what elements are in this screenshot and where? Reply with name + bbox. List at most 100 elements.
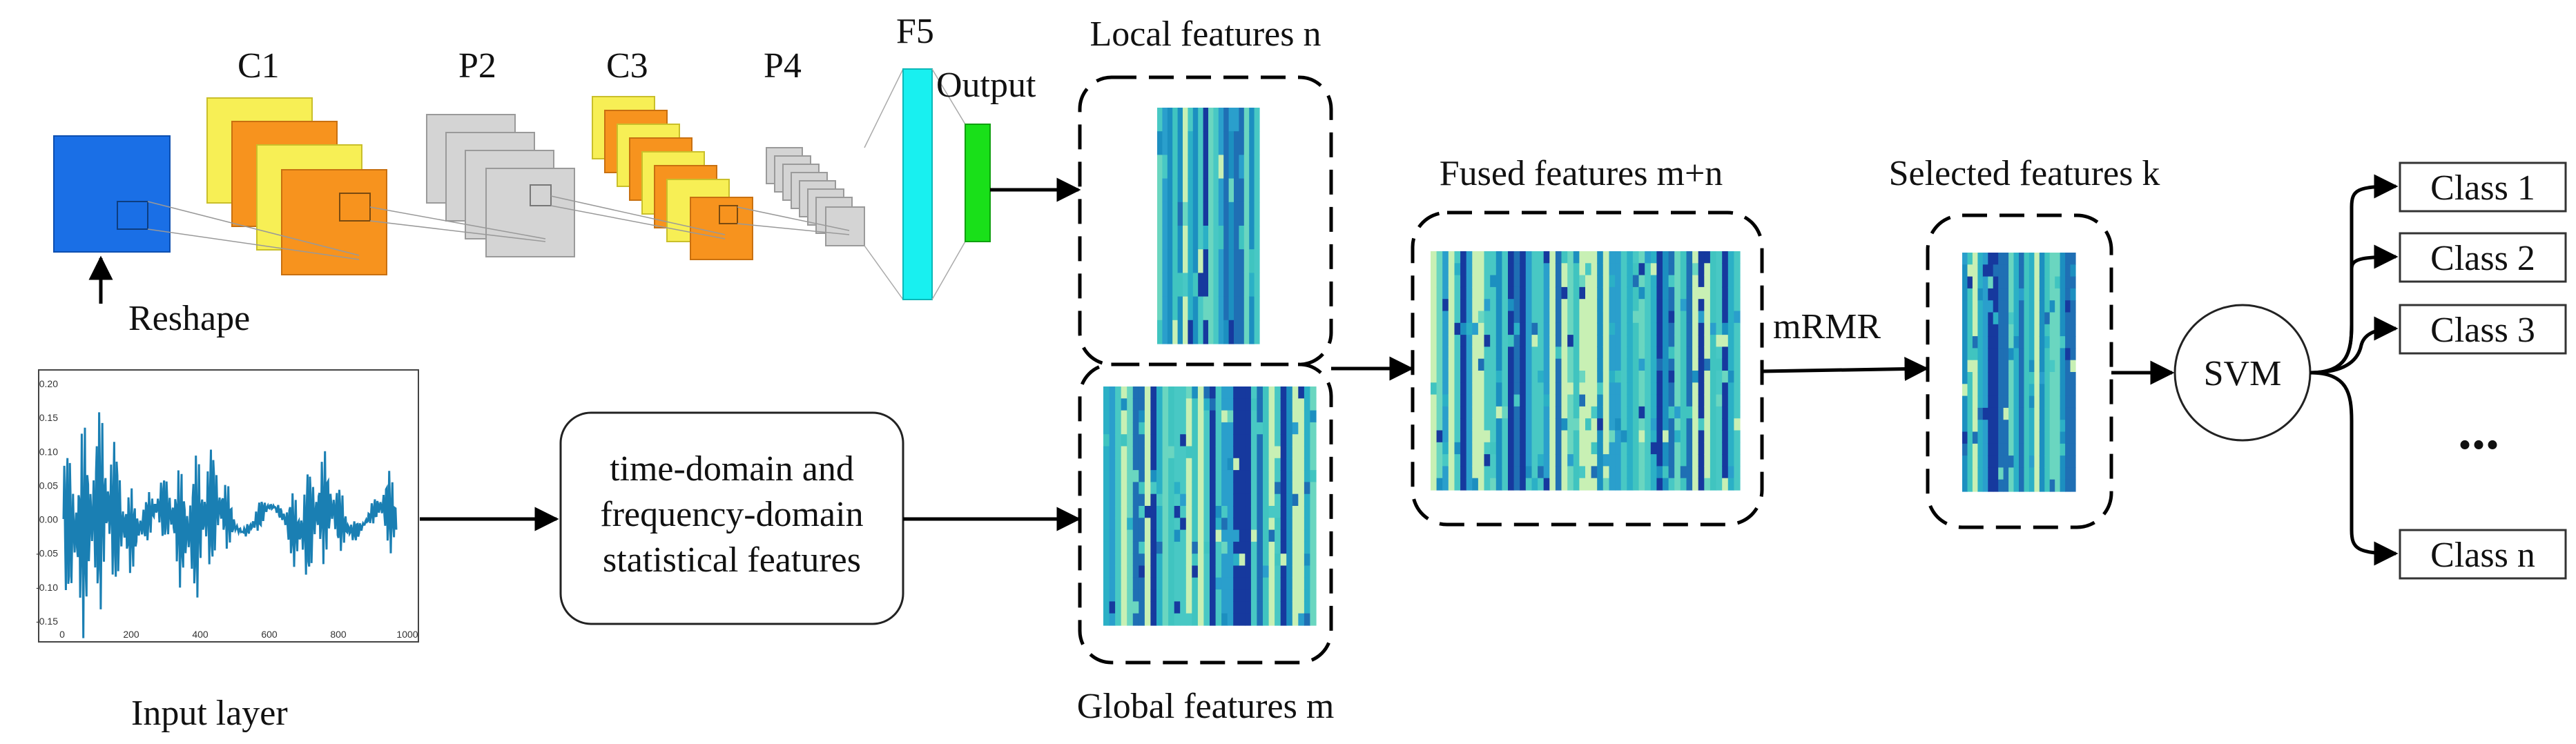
heatmap-cell: [1257, 482, 1263, 495]
heatmap-cell: [1650, 311, 1657, 324]
heatmap-cell: [1734, 406, 1741, 419]
heatmap-cell: [2039, 431, 2045, 444]
heatmap-cell: [1286, 470, 1293, 482]
heatmap-cell: [1460, 406, 1467, 419]
heatmap-cell: [1567, 371, 1574, 383]
heatmap-cell: [1698, 275, 1705, 288]
heatmap-cell: [1213, 202, 1219, 226]
heatmap-cell: [1177, 108, 1183, 132]
heatmap-cell: [1472, 251, 1479, 264]
global-features-heatmap: [1103, 386, 1317, 626]
heatmap-cell: [1185, 518, 1192, 531]
heatmap-cell: [1197, 613, 1205, 626]
heatmap-cell: [1203, 565, 1210, 578]
heatmap-cell: [1627, 382, 1634, 395]
heatmap-cell: [1162, 320, 1168, 344]
heatmap-cell: [1638, 335, 1645, 347]
heatmap-cell: [1223, 320, 1230, 344]
heatmap-cell: [1121, 458, 1127, 471]
heatmap-cell: [1668, 346, 1675, 360]
heatmap-cell: [1203, 108, 1209, 132]
heatmap-cell: [1280, 422, 1287, 435]
heatmap-cell: [1215, 506, 1222, 518]
heatmap-cell: [1144, 565, 1152, 578]
heatmap-cell: [1520, 371, 1527, 383]
heatmap-cell: [2065, 348, 2071, 361]
heatmap-cell: [1192, 506, 1199, 518]
heatmap-cell: [1525, 394, 1532, 407]
heatmap-cell: [2060, 431, 2066, 444]
heatmap-cell: [1520, 322, 1527, 335]
heatmap-cell: [1645, 382, 1652, 395]
heatmap-cell: [1304, 493, 1311, 507]
heatmap-cell: [1650, 299, 1657, 312]
heatmap-cell: [1150, 518, 1157, 531]
heatmap-cell: [1573, 454, 1580, 467]
heatmap-cell: [1144, 386, 1152, 399]
heatmap-cell: [1615, 346, 1622, 360]
heatmap-cell: [1674, 346, 1681, 360]
heatmap-cell: [1972, 479, 1978, 492]
heatmap-cell: [1484, 478, 1491, 491]
heatmap-cell: [1962, 443, 1968, 456]
heatmap-cell: [1132, 554, 1139, 567]
heatmap-cell: [1239, 541, 1246, 554]
heatmap-cell: [1722, 263, 1729, 276]
heatmap-cell: [1239, 518, 1246, 531]
heatmap-cell: [1198, 320, 1204, 344]
heatmap-cell: [1962, 384, 1968, 397]
heatmap-cell: [1716, 358, 1723, 371]
heatmap-cell: [1484, 358, 1491, 371]
heatmap-cell: [1185, 506, 1192, 518]
heatmap-cell: [1268, 554, 1275, 567]
heatmap-cell: [2013, 336, 2020, 349]
heatmap-cell: [1734, 299, 1741, 312]
heatmap-cell: [1280, 554, 1287, 567]
heatmap-cell: [1227, 410, 1234, 423]
heatmap-cell: [1448, 406, 1455, 419]
heatmap-cell: [1304, 470, 1311, 482]
heatmap-cell: [1150, 493, 1157, 507]
heatmap-cell: [2065, 336, 2071, 349]
heatmap-cell: [1250, 554, 1258, 567]
heatmap-cell: [1233, 577, 1240, 590]
heatmap-cell: [1239, 458, 1246, 471]
heatmap-cell: [1555, 430, 1562, 443]
heatmap-cell: [1998, 456, 2004, 468]
heatmap-cell: [1121, 398, 1127, 411]
heatmap-cell: [1286, 613, 1293, 626]
heatmap-cell: [1150, 529, 1157, 542]
heatmap-cell: [1698, 418, 1705, 431]
heatmap-cell: [1239, 493, 1246, 507]
heatmap-cell: [1156, 482, 1163, 495]
heatmap-cell: [2028, 288, 2035, 301]
heatmap-cell: [2034, 264, 2040, 277]
heatmap-cell: [1632, 346, 1640, 360]
heatmap-cell: [1180, 386, 1187, 399]
p4-feature-maps: [766, 147, 865, 246]
heatmap-cell: [1460, 430, 1467, 443]
heatmap-cell: [1478, 466, 1485, 479]
heatmap-cell: [2044, 360, 2051, 373]
heatmap-cell: [1442, 335, 1449, 347]
heatmap-cell: [2028, 431, 2035, 444]
heatmap-cell: [1448, 299, 1455, 312]
heatmap-cell: [1998, 479, 2004, 492]
heatmap-cell: [2044, 443, 2051, 456]
heatmap-cell: [2008, 395, 2015, 409]
heatmap-cell: [1627, 466, 1634, 479]
heatmap-cell: [1727, 478, 1734, 491]
heatmap-cell: [1215, 422, 1222, 435]
heatmap-cell: [1280, 458, 1287, 471]
heatmap-cell: [1228, 320, 1234, 344]
heatmap-cell: [1121, 541, 1127, 554]
heatmap-cell: [1132, 446, 1139, 459]
heatmap-cell: [1585, 406, 1592, 419]
heatmap-cell: [1704, 406, 1711, 419]
x-tick-label: 1000: [396, 629, 418, 640]
heatmap-cell: [1663, 335, 1669, 347]
heatmap-cell: [1704, 322, 1711, 335]
heatmap-cell: [1525, 346, 1532, 360]
heatmap-cell: [1727, 382, 1734, 395]
heatmap-cell: [1502, 442, 1509, 455]
